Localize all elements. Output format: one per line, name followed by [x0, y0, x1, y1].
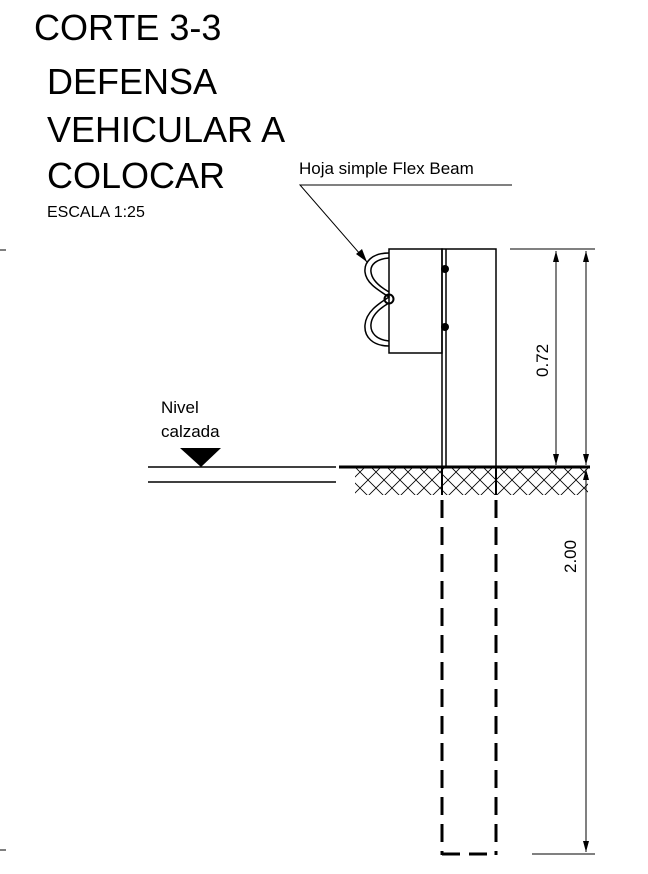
dim-arrow-above-inner-bottom [553, 454, 559, 465]
road-level-marker [180, 448, 221, 467]
road-level-label-line1: Nivel [161, 398, 199, 417]
w-beam-profile-inner [370, 257, 390, 293]
subtitle-line-3: COLOCAR [47, 155, 225, 196]
beam-callout-leader [298, 184, 512, 263]
bolt-lower-icon [441, 323, 449, 331]
beam-callout-arrowhead [356, 249, 367, 262]
ground-hatch [355, 467, 588, 495]
dim-arrow-above-inner-top [553, 251, 559, 262]
subtitle-line-2: VEHICULAR A [47, 109, 285, 150]
post-above-ground [441, 248, 497, 468]
beam-callout-label: Hoja simple Flex Beam [299, 159, 474, 178]
dim-embedded-value: 2.00 [561, 540, 580, 573]
w-beam-profile [364, 252, 391, 347]
dim-arrow-above-top [583, 251, 589, 262]
dim-arrow-embedded-top [583, 469, 589, 480]
bolt-middle-icon [383, 293, 395, 305]
section-title: CORTE 3-3 [34, 7, 221, 48]
road-level-label-line2: calzada [161, 422, 220, 441]
dim-arrow-embedded-bottom [583, 841, 589, 852]
dim-arrow-above-bottom [583, 454, 589, 465]
beam-blockout [388, 248, 443, 354]
w-beam-profile-inner-lower [370, 302, 390, 342]
subtitle-line-1: DEFENSA [47, 61, 217, 102]
scale-label: ESCALA 1:25 [47, 204, 145, 221]
dim-above-ground-value: 0.72 [533, 344, 552, 377]
bolt-top-icon [441, 265, 449, 273]
